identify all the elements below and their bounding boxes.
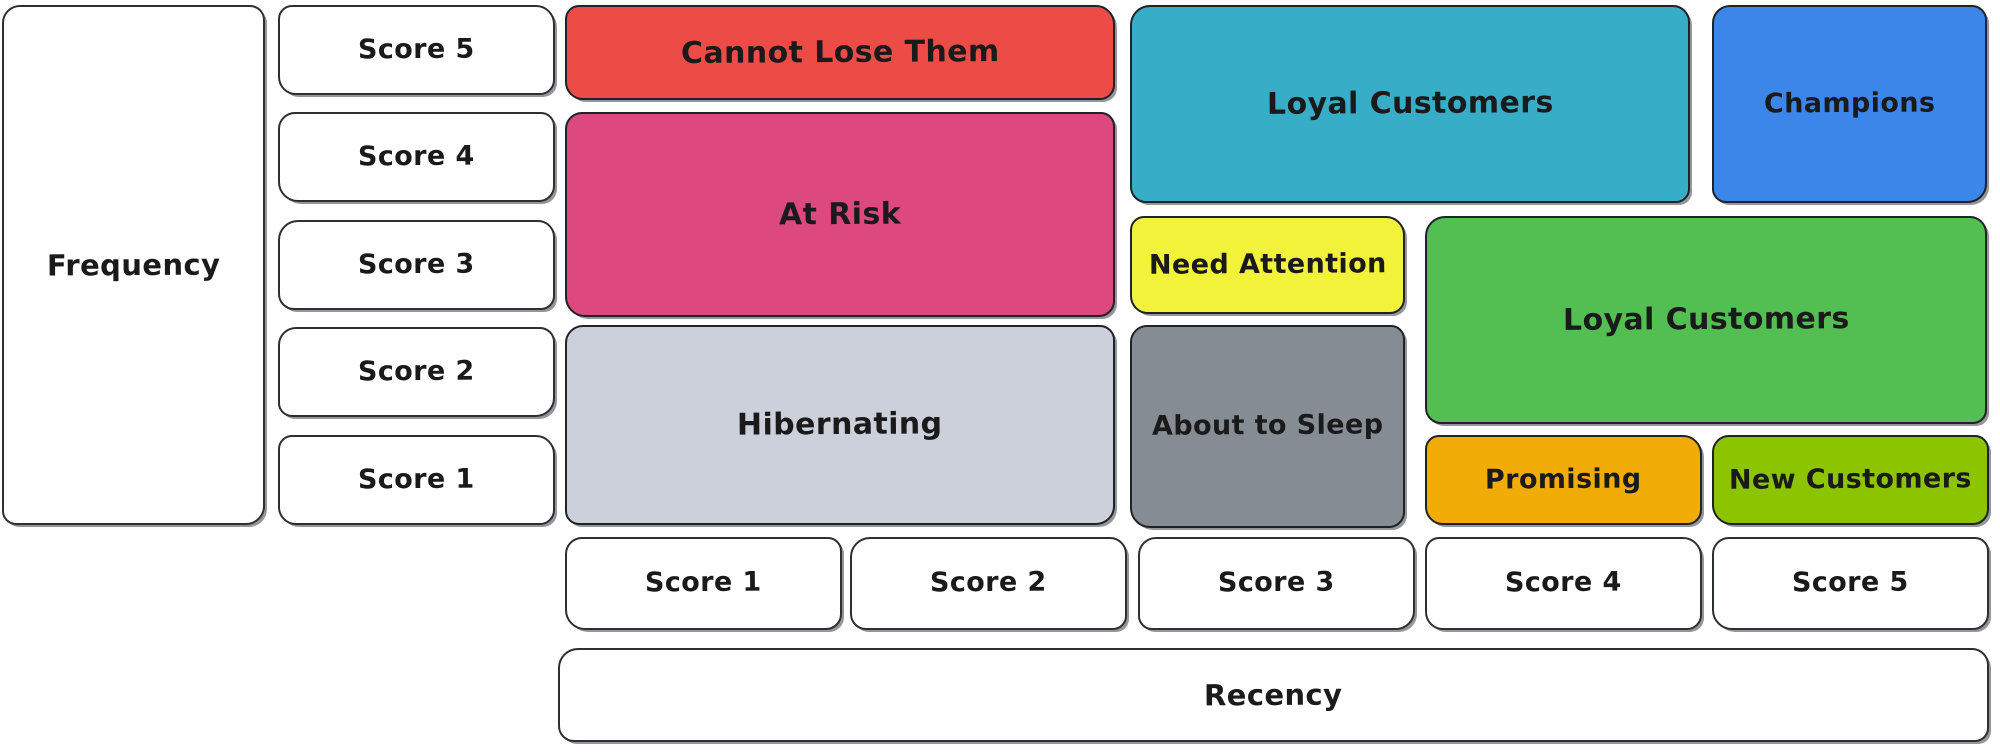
segment-at-risk-label: At Risk — [778, 196, 902, 233]
frequency-score-1-label: Score 1 — [358, 463, 475, 496]
segment-need-attention[interactable]: Need Attention — [1130, 216, 1405, 314]
segment-champions[interactable]: Champions — [1712, 5, 1987, 203]
recency-score-1[interactable]: Score 1 — [565, 537, 842, 630]
segment-champions-label: Champions — [1763, 87, 1936, 120]
recency-score-5[interactable]: Score 5 — [1712, 537, 1989, 630]
segment-about-to-sleep-label: About to Sleep — [1151, 409, 1384, 443]
frequency-score-4[interactable]: Score 4 — [278, 112, 555, 202]
segment-new-customers[interactable]: New Customers — [1712, 435, 1989, 525]
frequency-score-3-label: Score 3 — [358, 248, 475, 281]
recency-score-5-label: Score 5 — [1792, 567, 1909, 599]
recency-score-4[interactable]: Score 4 — [1425, 537, 1702, 630]
segment-promising-label: Promising — [1485, 463, 1642, 496]
segment-hibernating-label: Hibernating — [737, 406, 943, 443]
segment-loyal-customers-mid[interactable]: Loyal Customers — [1425, 216, 1987, 424]
segment-cannot-lose-them-label: Cannot Lose Them — [680, 33, 1000, 71]
frequency-score-5-label: Score 5 — [358, 33, 475, 66]
recency-score-1-label: Score 1 — [645, 567, 762, 599]
recency-score-2-label: Score 2 — [930, 567, 1047, 599]
segment-need-attention-label: Need Attention — [1148, 248, 1387, 281]
segment-cannot-lose-them[interactable]: Cannot Lose Them — [565, 5, 1115, 100]
recency-axis-label-text: Recency — [1204, 677, 1343, 713]
segment-loyal-customers-top[interactable]: Loyal Customers — [1130, 5, 1690, 203]
segment-at-risk[interactable]: At Risk — [565, 112, 1115, 317]
segment-promising[interactable]: Promising — [1425, 435, 1702, 525]
segment-hibernating[interactable]: Hibernating — [565, 325, 1115, 525]
frequency-score-2[interactable]: Score 2 — [278, 327, 555, 417]
recency-score-2[interactable]: Score 2 — [850, 537, 1127, 630]
frequency-score-2-label: Score 2 — [358, 355, 475, 388]
frequency-score-1[interactable]: Score 1 — [278, 435, 555, 525]
recency-axis-label: Recency — [558, 648, 1989, 742]
recency-score-4-label: Score 4 — [1505, 567, 1622, 599]
recency-score-3-label: Score 3 — [1218, 567, 1335, 599]
frequency-score-3[interactable]: Score 3 — [278, 220, 555, 310]
frequency-score-5[interactable]: Score 5 — [278, 5, 555, 95]
frequency-axis-label-text: Frequency — [46, 247, 221, 283]
segment-new-customers-label: New Customers — [1728, 463, 1973, 496]
segment-loyal-customers-top-label: Loyal Customers — [1266, 85, 1554, 123]
recency-score-3[interactable]: Score 3 — [1138, 537, 1415, 630]
frequency-score-4-label: Score 4 — [358, 140, 475, 173]
segment-about-to-sleep[interactable]: About to Sleep — [1130, 325, 1405, 528]
frequency-axis-label: Frequency — [2, 5, 265, 525]
segment-loyal-customers-mid-label: Loyal Customers — [1562, 301, 1850, 339]
